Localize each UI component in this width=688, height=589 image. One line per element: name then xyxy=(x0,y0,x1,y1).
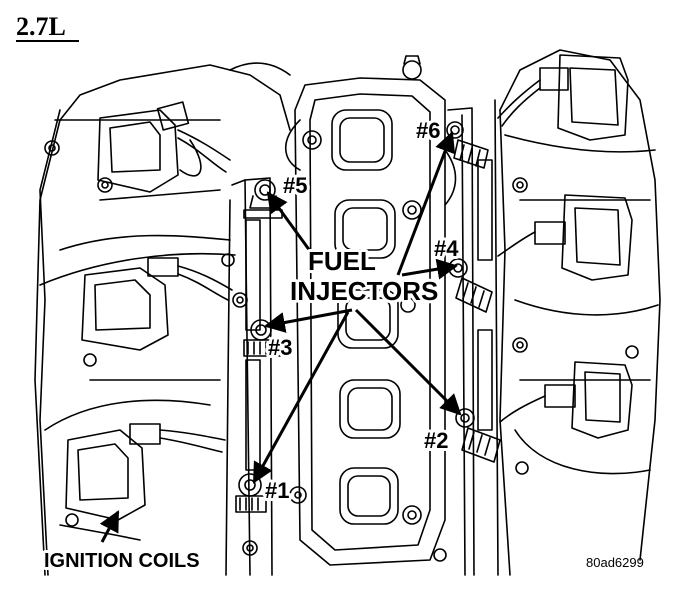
ignition-coil-middle-right xyxy=(497,194,659,316)
left-fuel-rail xyxy=(225,177,273,576)
ignition-coil-middle-left xyxy=(39,234,236,367)
ignition-coil-upper-right xyxy=(497,54,656,153)
arrow-to-ignition-coil xyxy=(99,510,120,543)
engine-label: 2.7L xyxy=(16,12,66,41)
injector-2 xyxy=(455,408,501,463)
injector-3-label: #3 xyxy=(268,335,292,360)
injector-5 xyxy=(243,179,283,219)
arrow-to-injector-3 xyxy=(263,308,353,333)
injector-2-label: #2 xyxy=(424,428,448,453)
intake-manifold xyxy=(285,55,457,566)
figure-reference: 80ad6299 xyxy=(586,555,644,570)
injector-1 xyxy=(235,473,267,513)
callout-arrows xyxy=(99,131,462,543)
ignition-coils-label: IGNITION COILS xyxy=(44,550,200,572)
injector-6 xyxy=(446,121,489,169)
arrow-to-injector-6 xyxy=(396,131,456,276)
ignition-coil-lower-left xyxy=(44,399,226,541)
mounting-bolts xyxy=(97,177,529,562)
ignition-coil-upper-left xyxy=(44,101,231,193)
arrow-to-injector-1 xyxy=(252,311,350,484)
injector-6-label: #6 xyxy=(416,118,440,143)
arrow-to-injector-4 xyxy=(401,258,459,280)
fuel-injectors-label-line1: FUEL xyxy=(308,246,376,276)
injector-4-label: #4 xyxy=(434,236,459,261)
engine-block-outline xyxy=(34,49,661,576)
ignition-coil-lower-right xyxy=(499,345,651,475)
injector-5-label: #5 xyxy=(283,173,307,198)
fuel-injectors-label-line2: INJECTORS xyxy=(290,276,438,306)
injector-3 xyxy=(243,319,281,357)
arrow-to-injector-5 xyxy=(266,191,320,263)
arrow-to-injector-2 xyxy=(354,308,462,416)
injector-1-label: #1 xyxy=(265,478,289,503)
